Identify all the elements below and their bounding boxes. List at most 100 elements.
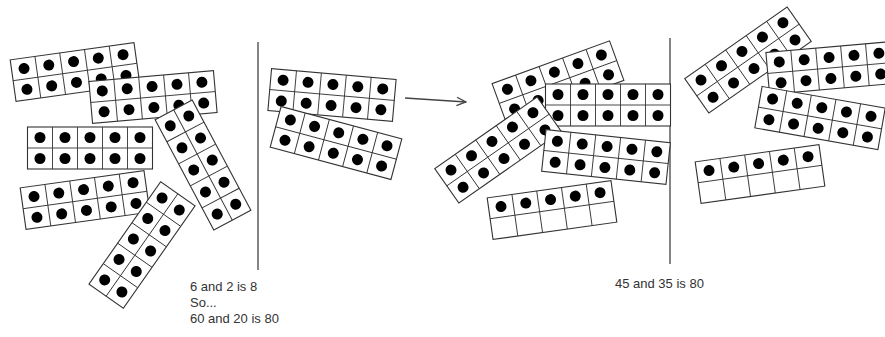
counter-dot xyxy=(547,65,561,79)
counter-dot xyxy=(763,113,776,126)
counter-dot xyxy=(45,80,57,92)
counter-dot xyxy=(551,135,563,147)
counter-dot xyxy=(60,153,71,164)
counter-dot xyxy=(728,161,740,173)
counter-dot xyxy=(375,104,387,116)
counter-dot xyxy=(175,140,190,155)
ten-frame xyxy=(89,182,195,308)
counter-dot xyxy=(875,68,885,80)
ten-frame xyxy=(542,130,671,185)
equation-text: So... xyxy=(190,295,217,311)
counter-dot xyxy=(111,252,126,267)
counter-dot xyxy=(123,104,135,116)
counter-dot xyxy=(603,110,614,121)
counter-dot xyxy=(377,83,389,95)
counter-dot xyxy=(98,106,110,118)
counter-dot xyxy=(798,54,810,66)
counter-dot xyxy=(726,75,741,90)
counter-dot xyxy=(210,207,225,222)
counter-dot xyxy=(300,97,312,109)
equation-text: 45 and 35 is 80 xyxy=(615,276,704,292)
counter-dot xyxy=(31,211,43,223)
counter-dot xyxy=(105,201,117,213)
counter-dot xyxy=(496,151,511,166)
counter-dot xyxy=(302,140,315,153)
counter-dot xyxy=(198,97,210,109)
counter-dot xyxy=(96,85,108,97)
counter-dot xyxy=(848,49,860,61)
ten-frame xyxy=(20,171,150,230)
counter-dot xyxy=(302,76,314,88)
counter-dot xyxy=(599,161,611,173)
counter-dot xyxy=(327,79,339,91)
counter-dot xyxy=(815,101,828,114)
cell-line xyxy=(28,148,153,149)
frame-border xyxy=(546,84,671,126)
cell-line xyxy=(546,105,671,106)
counter-dot xyxy=(594,186,606,198)
cell-line xyxy=(768,63,885,74)
counter-dot xyxy=(777,154,789,166)
counter-dot xyxy=(35,132,46,143)
counter-dot xyxy=(495,200,507,212)
frame-border xyxy=(542,130,671,185)
counter-dot xyxy=(110,153,121,164)
counter-dot xyxy=(755,29,770,44)
divider-line xyxy=(257,42,258,270)
frame-border xyxy=(89,182,195,308)
counter-dot xyxy=(544,193,556,205)
counter-dot xyxy=(148,102,160,114)
counter-dot xyxy=(520,197,532,209)
counter-dot xyxy=(351,153,364,166)
frame-border xyxy=(487,181,617,240)
ten-frame xyxy=(695,145,825,204)
counter-dot xyxy=(840,106,853,119)
counter-dot xyxy=(802,150,814,162)
frame-border xyxy=(28,127,153,169)
equation-text: 6 and 2 is 8 xyxy=(190,279,257,295)
counter-dot xyxy=(278,133,291,146)
counter-dot xyxy=(143,243,158,258)
counter-dot xyxy=(651,146,663,158)
counter-dot xyxy=(193,131,208,146)
counter-dot xyxy=(154,190,169,205)
counter-dot xyxy=(524,74,538,88)
counter-dot xyxy=(571,57,585,71)
counter-dot xyxy=(787,32,802,47)
counter-dot xyxy=(703,164,715,176)
counter-dot xyxy=(601,141,613,153)
counter-dot xyxy=(873,47,885,59)
cell-line xyxy=(697,24,799,96)
counter-dot xyxy=(653,110,664,121)
counter-dot xyxy=(505,119,520,134)
counter-dot xyxy=(284,113,297,126)
counter-dot xyxy=(21,83,33,95)
equation-text: 60 and 20 is 80 xyxy=(190,311,279,327)
counter-dot xyxy=(55,208,67,220)
counter-dot xyxy=(746,61,761,76)
counter-dot xyxy=(693,72,708,87)
counter-dot xyxy=(525,105,540,120)
counter-dot xyxy=(705,90,720,105)
counter-dot xyxy=(186,162,201,177)
counter-dot xyxy=(140,211,155,226)
counter-dot xyxy=(18,62,30,74)
frame-border xyxy=(695,145,825,204)
counter-dot xyxy=(569,190,581,202)
counter-dot xyxy=(603,89,614,100)
counter-dot xyxy=(626,143,638,155)
cell-line xyxy=(270,90,395,101)
counter-dot xyxy=(85,132,96,143)
counter-dot xyxy=(325,100,337,112)
counter-dot xyxy=(172,202,187,217)
counter-dot xyxy=(576,138,588,150)
counter-dot xyxy=(53,187,65,199)
counter-dot xyxy=(146,81,158,93)
counter-dot xyxy=(375,159,388,172)
counter-dot xyxy=(350,102,362,114)
counter-dot xyxy=(775,77,787,89)
counter-dot xyxy=(129,264,144,279)
ten-frame xyxy=(487,181,617,240)
